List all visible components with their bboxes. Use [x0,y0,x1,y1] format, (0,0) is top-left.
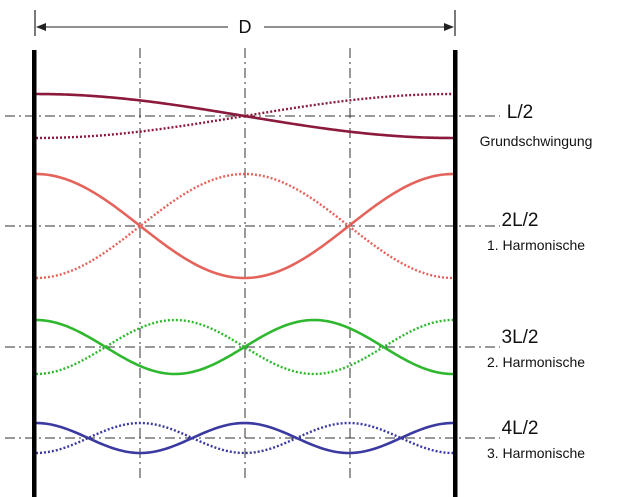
mode-name-label: 2. Harmonische [487,354,585,370]
left-wall [32,50,37,497]
wave-dotted [36,92,453,140]
wave-solid [35,421,454,455]
mode-wavelength-label: 2L/2 [502,210,539,231]
mode-second-harmonic: 3L/2 2. Harmonische [5,318,585,376]
mode-name-label: Grundschwingung [480,133,593,149]
wave-solid [35,172,454,280]
mode-first-harmonic: 2L/2 1. Harmonische [5,172,585,280]
vertical-guides [139,48,351,480]
mode-wavelength-label: 4L/2 [502,418,539,439]
dimension-indicator: D [34,10,456,37]
wave-dotted [35,172,454,280]
mode-third-harmonic: 4L/2 3. Harmonische [5,418,585,461]
mode-wavelength-label: L/2 [507,102,533,123]
dimension-label: D [239,17,252,37]
wave-dotted [35,318,454,376]
mode-wavelength-label: 3L/2 [502,327,539,348]
wave-dotted [35,421,454,455]
mode-name-label: 1. Harmonische [487,237,585,253]
mode-name-label: 3. Harmonische [487,445,585,461]
right-wall [453,50,458,497]
